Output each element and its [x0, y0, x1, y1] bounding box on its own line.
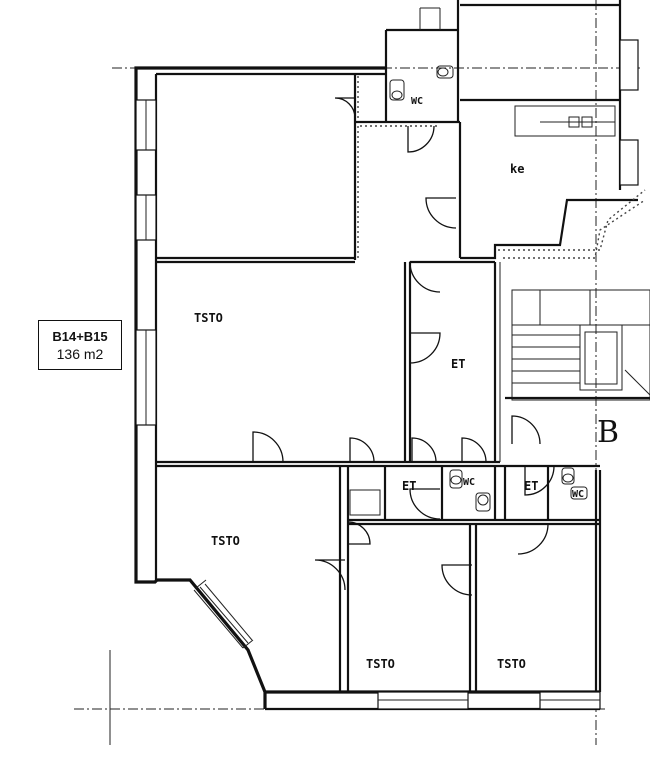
apartment-area: 136 m2 — [56, 345, 104, 362]
room-label-tsto-2: TSTO — [211, 534, 240, 548]
interior-walls — [156, 0, 650, 692]
room-label-et-3: ET — [524, 479, 538, 493]
room-label-wc-2: WC — [463, 477, 475, 488]
bay-window — [193, 579, 254, 649]
room-label-tsto-4: TSTO — [497, 657, 526, 671]
room-label-tsto-3: TSTO — [366, 657, 395, 671]
room-label-tsto-1: TSTO — [194, 311, 223, 325]
axis-lines — [74, 0, 640, 745]
room-label-wc-1: WC — [411, 96, 423, 107]
windows-west — [135, 99, 157, 426]
room-label-et-1: ET — [451, 357, 465, 371]
apartment-id: B14+B15 — [52, 328, 108, 344]
staircase-label: B — [597, 415, 619, 450]
fixtures — [389, 65, 588, 512]
room-label-wc-3: WC — [572, 489, 584, 500]
doors — [252, 97, 555, 596]
south-walls — [265, 690, 601, 711]
apartment-info-box: B14+B15 136 m2 — [38, 320, 122, 370]
room-label-kitchen: ke — [510, 162, 524, 176]
room-label-et-2: ET — [402, 479, 416, 493]
